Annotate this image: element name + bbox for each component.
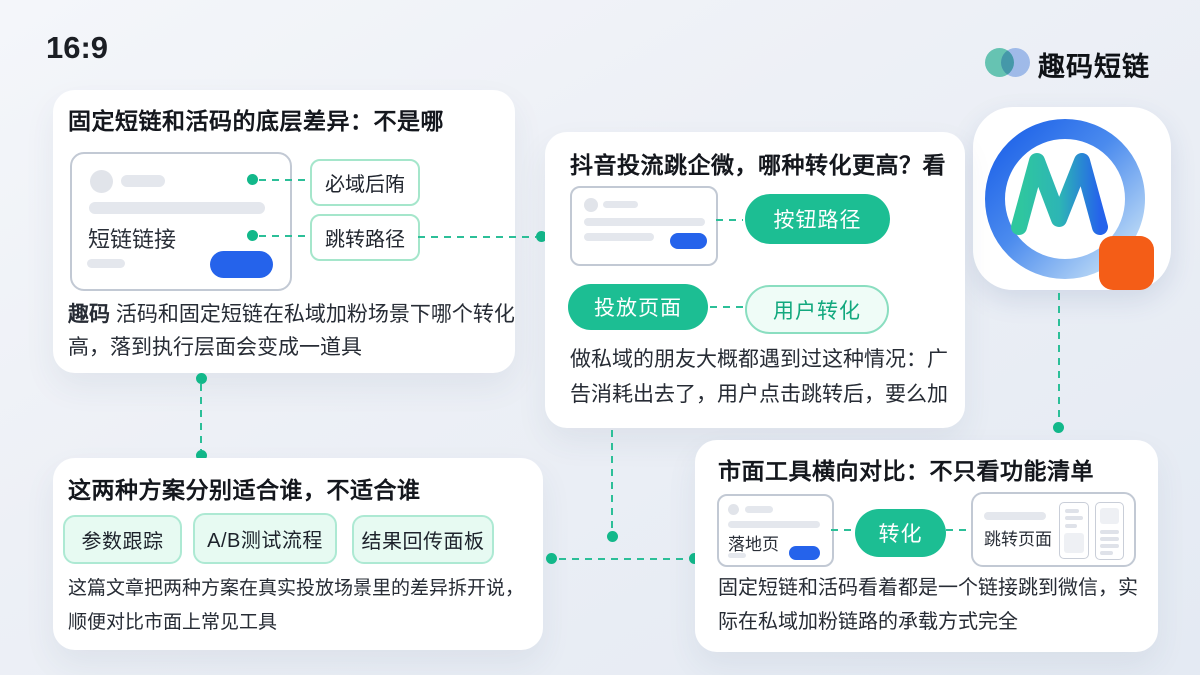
mockup-label: 落地页 [728, 535, 779, 554]
logo-circle-blue-icon [1001, 48, 1030, 77]
placeholder-bar [1065, 516, 1083, 520]
placeholder-bar [87, 259, 125, 268]
body-line-1: 活码和固定短链在私域加粉场景下哪个转化 [115, 303, 515, 326]
connector-dot [689, 553, 700, 564]
body-line-2: 际在私域加粉链路的承载方式完全 [718, 611, 1018, 633]
placeholder-blue-button [789, 546, 820, 560]
connector-dash [946, 529, 971, 531]
connector-dot [247, 174, 258, 185]
ring-icon [985, 119, 1145, 279]
phone-preview-icon [1095, 502, 1124, 560]
card-scheme-fit: 这两种方案分别适合谁，不适合谁 参数跟踪 A/B测试流程 结果回传面板 这篇文章… [53, 458, 543, 650]
connector-dot [247, 230, 258, 241]
connector-card1-card2 [418, 236, 536, 238]
card-body: 做私域的朋友大概都遇到过这种情况：广 告消耗出去了，用户点击跳转后，要么加 [570, 342, 948, 412]
card-douyin-conversion: 抖音投流跳企微，哪种转化更高？看 按钮路径 投放页面 用户转化 做私域的朋友大概… [545, 132, 965, 428]
placeholder-avatar [90, 170, 113, 193]
m-letter-icon [1011, 153, 1108, 235]
connector-icon-card4 [1058, 293, 1060, 419]
connector-dash [259, 235, 310, 237]
mockup-label: 跳转页面 [984, 530, 1052, 549]
placeholder-bar [1065, 524, 1077, 528]
body-line-2: 顺便对比市面上常见工具 [68, 612, 278, 633]
body-line-1: 做私域的朋友大概都遇到过这种情况：广 [570, 348, 948, 371]
card-title: 市面工具横向对比：不只看功能清单 [718, 458, 1094, 484]
callout-jump-path: 跳转路径 [310, 214, 420, 261]
app-icon-m-ring-icon [985, 119, 1154, 290]
card-tool-compare: 市面工具横向对比：不只看功能清单 落地页 转化 跳转页面 [695, 440, 1158, 652]
app-icon [973, 107, 1171, 290]
placeholder-bar [603, 201, 638, 208]
body-line-1: 这篇文章把两种方案在真实投放场景里的差异拆开说， [68, 578, 525, 599]
placeholder-bar [1100, 544, 1119, 548]
placeholder-bar [89, 202, 265, 214]
body-line-2: 高，落到执行层面会变成一道具 [68, 336, 362, 359]
placeholder-bar [984, 512, 1046, 520]
connector-card1-card3 [200, 384, 202, 450]
placeholder-panel [1064, 533, 1084, 553]
connector-card3-card4 [559, 558, 689, 560]
placeholder-bar [1065, 509, 1079, 513]
placeholder-avatar [728, 504, 739, 515]
connector-dot [196, 450, 207, 461]
phone-preview-icon [1059, 502, 1089, 559]
connector-dot [607, 531, 618, 542]
placeholder-bar [121, 175, 165, 187]
landing-mockup-card: 落地页 [717, 494, 834, 567]
ad-mockup-card [570, 186, 718, 266]
placeholder-blue-button [670, 233, 707, 249]
connector-dash [716, 219, 743, 221]
connector-dash [710, 306, 743, 308]
pill-button-path: 按钮路径 [745, 194, 890, 244]
card-title: 抖音投流跳企微，哪种转化更高？看 [570, 152, 946, 178]
pill-landing-page: 投放页面 [568, 284, 708, 330]
connector-dash [259, 179, 310, 181]
body-line-1: 固定短链和活码看着都是一个链接跳到微信，实 [718, 577, 1138, 599]
connector-dot [546, 553, 557, 564]
placeholder-bar [745, 506, 773, 513]
callout-domain: 必域后陏 [310, 159, 420, 206]
placeholder-bar [1100, 537, 1119, 541]
placeholder-blue-button [210, 251, 273, 278]
card-body: 趣码 活码和固定短链在私域加粉场景下哪个转化 高，落到执行层面会变成一道具 [68, 298, 515, 364]
card-title: 这两种方案分别适合谁，不适合谁 [68, 477, 421, 503]
orange-badge-icon [1099, 236, 1154, 290]
placeholder-bar [728, 521, 820, 528]
body-lead: 趣码 [68, 303, 110, 326]
connector-card2-down [611, 430, 613, 528]
brand-name: 趣码短链 [1038, 52, 1150, 82]
connector-dash [831, 529, 855, 531]
placeholder-panel [1100, 508, 1119, 524]
body-line-2: 告消耗出去了，用户点击跳转后，要么加 [570, 383, 948, 406]
mockup-label: 短链链接 [88, 227, 177, 252]
placeholder-bar [1100, 551, 1113, 555]
tag-param-tracking: 参数跟踪 [63, 515, 182, 564]
card-shortlink-diff: 固定短链和活码的底层差异：不是哪 短链链接 必域后陏 跳转路径 趣码 活码和固定… [53, 90, 515, 373]
placeholder-avatar [584, 198, 598, 212]
shortlink-mockup-card: 短链链接 [70, 152, 292, 291]
placeholder-bar [1100, 530, 1119, 534]
placeholder-bar [584, 218, 705, 226]
tag-ab-testing: A/B测试流程 [193, 513, 337, 564]
card-body: 这篇文章把两种方案在真实投放场景里的差异拆开说， 顺便对比市面上常见工具 [68, 572, 524, 640]
connector-dot [536, 231, 547, 242]
tag-result-panel: 结果回传面板 [352, 515, 494, 564]
card-body: 固定短链和活码看着都是一个链接跳到微信，实 际在私域加粉链路的承载方式完全 [718, 571, 1138, 639]
aspect-ratio-label: 16:9 [46, 30, 109, 65]
card-title: 固定短链和活码的底层差异：不是哪 [68, 108, 444, 134]
pill-user-conversion: 用户转化 [745, 285, 889, 334]
jump-page-mockup-card: 跳转页面 [971, 492, 1136, 567]
placeholder-bar [584, 233, 654, 241]
connector-dot [1053, 422, 1064, 433]
pill-convert: 转化 [855, 509, 946, 557]
placeholder-bar [728, 553, 746, 558]
connector-dot [196, 373, 207, 384]
